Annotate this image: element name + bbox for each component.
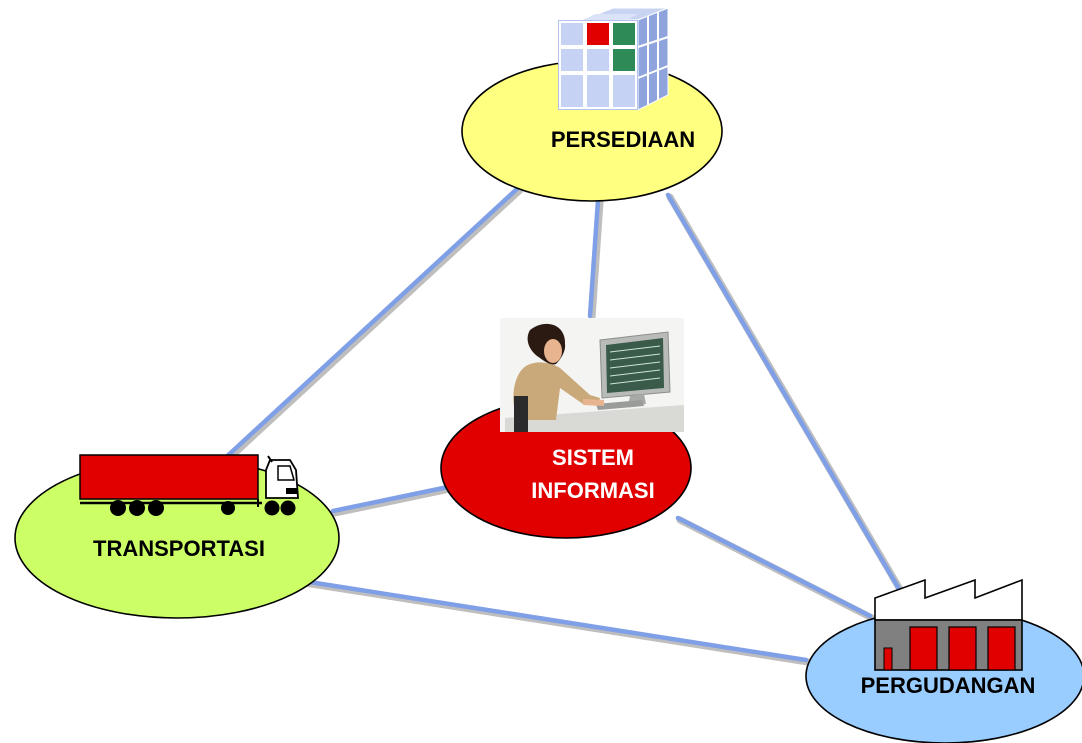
pergudangan-label: PERGUDANGAN: [861, 673, 1036, 698]
storage-cube-icon: [558, 7, 669, 111]
edge-transportasi-pergudangan: [300, 578, 809, 663]
edge-persediaan-transportasi: [220, 185, 521, 463]
persediaan-label: PERSEDIAAN: [551, 127, 695, 152]
edge-persediaan-pergudangan: [665, 192, 919, 621]
node-sistem-informasi: SISTEM INFORMASI: [440, 397, 692, 539]
sistem-informasi-label-line2: INFORMASI: [531, 478, 654, 503]
warehouse-icon: [874, 578, 1023, 671]
edges: [220, 185, 922, 666]
edge-persediaan-sistem-informasi: [587, 197, 601, 319]
transportasi-label: TRANSPORTASI: [93, 536, 265, 561]
sistem-informasi-label-line1: SISTEM: [552, 445, 634, 470]
computer-user-icon: [500, 318, 684, 432]
edge-sistem-informasi-pergudangan: [675, 515, 873, 619]
truck-icon: [79, 454, 299, 516]
edge-sistem-informasi-transportasi: [330, 484, 451, 514]
